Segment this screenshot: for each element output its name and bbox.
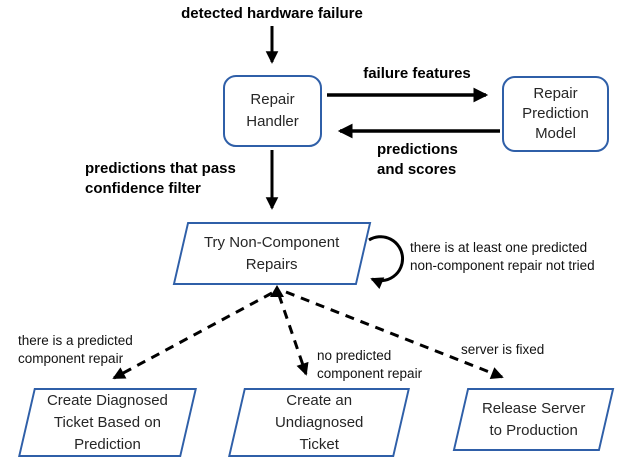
node-repair-prediction-model: Repair Prediction Model (502, 76, 609, 152)
node-create-undiagnosed-ticket: Create an Undiagnosed Ticket (228, 388, 410, 457)
self-loop-arrow (368, 235, 404, 289)
fan-up-arrowhead (270, 285, 284, 297)
node-try-non-component-repairs: Try Non-Component Repairs (172, 222, 372, 285)
dashed-arrow-to-undiagnosed (277, 294, 309, 376)
detected-hardware-failure-label: detected hardware failure (181, 5, 363, 22)
node-release-server-label: Release Server to Production (481, 399, 586, 439)
node-release-server: Release Server to Production (452, 388, 615, 451)
node-create-diagnosed-ticket: Create Diagnosed Ticket Based on Predict… (18, 388, 197, 457)
node-create-undiagnosed-ticket-label: Create an Undiagnosed Ticket (274, 391, 364, 453)
server-is-fixed-label: server is fixed (461, 342, 545, 357)
dashed-arrow-to-diagnosed (112, 291, 273, 380)
node-create-diagnosed-ticket-label: Create Diagnosed Ticket Based on Predict… (47, 391, 168, 453)
predictions-pass-filter-label: predictions that pass confidence filter (85, 160, 236, 197)
node-try-non-component-repairs-label: Try Non-Component Repairs (204, 233, 340, 273)
self-loop-label: there is at least one predicted non-comp… (410, 240, 595, 273)
dashed-arrow-to-release (285, 290, 504, 379)
predictions-and-scores-label: predictions and scores (377, 141, 458, 178)
failure-features-label: failure features (363, 65, 471, 82)
predicted-component-repair-label: there is a predicted component repair (18, 333, 133, 366)
no-predicted-component-repair-label: no predicted component repair (317, 348, 423, 381)
node-repair-handler: Repair Handler (223, 75, 322, 147)
